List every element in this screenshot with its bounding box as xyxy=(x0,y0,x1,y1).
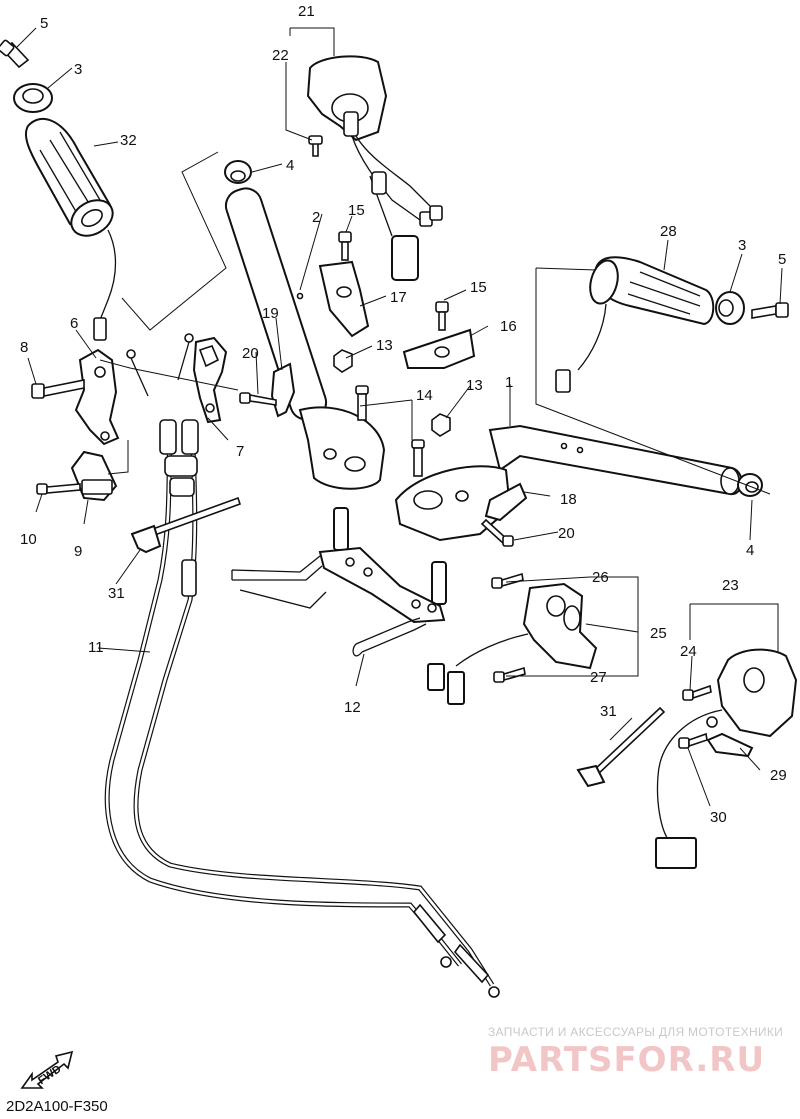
callout-18: 18 xyxy=(560,491,577,508)
fwd-arrow-icon: FWD xyxy=(20,1050,74,1089)
grip-end-4-left xyxy=(224,160,252,184)
bolt-15-left xyxy=(338,231,352,261)
callout-14: 14 xyxy=(416,387,433,404)
bolt-14 xyxy=(355,385,425,477)
part-code: 2D2A100-F350 xyxy=(6,1098,108,1115)
throttle-cable-11 xyxy=(104,419,500,998)
callout-5: 5 xyxy=(778,251,786,268)
callout-16: 16 xyxy=(500,318,517,335)
grip-end-4-right xyxy=(737,473,763,497)
upper-holder-16 xyxy=(402,328,476,369)
clip-29 xyxy=(706,732,754,758)
callout-32: 32 xyxy=(120,132,137,149)
switch-bracket-25 xyxy=(427,582,598,705)
upper-holder-17 xyxy=(318,260,370,338)
callout-11: 11 xyxy=(88,639,104,656)
bolt-15-right xyxy=(435,301,449,331)
screw-10 xyxy=(36,483,81,495)
callout-23: 23 xyxy=(722,577,739,594)
callout-22: 22 xyxy=(272,47,289,64)
callout-19: 19 xyxy=(262,305,279,322)
bracket-18 xyxy=(484,482,528,522)
left-switch-assembly-23 xyxy=(655,648,798,869)
bolt-20-left xyxy=(239,392,277,406)
grip-end-3-right xyxy=(715,291,745,325)
callout-31: 31 xyxy=(600,703,617,720)
callout-10: 10 xyxy=(20,531,37,548)
callout-25: 25 xyxy=(650,625,667,642)
callout-20: 20 xyxy=(242,345,259,362)
callout-3: 3 xyxy=(74,61,82,78)
callout-1: 1 xyxy=(505,374,513,391)
bracket-19 xyxy=(270,362,296,418)
nut-13-left xyxy=(333,349,353,373)
screw-22 xyxy=(308,135,323,157)
callout-5: 5 xyxy=(40,15,48,32)
cable-tie-31-right xyxy=(576,706,666,788)
callout-3: 3 xyxy=(738,237,746,254)
callout-27: 27 xyxy=(590,669,607,686)
handlebar-right-1 xyxy=(394,424,743,542)
callout-29: 29 xyxy=(770,767,787,784)
handlebar-left-2 xyxy=(224,187,386,490)
callout-6: 6 xyxy=(70,315,78,332)
grip-end-3-left xyxy=(13,83,53,113)
nut-13-right xyxy=(431,413,451,437)
callout-4: 4 xyxy=(746,542,754,559)
callout-13: 13 xyxy=(466,377,483,394)
watermark-subtitle: ЗАПЧАСТИ И АКСЕССУАРЫ ДЛЯ МОТОТЕХНИКИ xyxy=(488,1025,784,1039)
watermark-logo: PARTSFOR.RU xyxy=(488,1040,766,1080)
callout-12: 12 xyxy=(344,699,361,716)
callout-13: 13 xyxy=(376,337,393,354)
right-grip-28 xyxy=(555,256,715,393)
callout-17: 17 xyxy=(390,289,407,306)
bolt-20-right xyxy=(480,518,514,547)
screw-24 xyxy=(682,684,712,701)
callout-4: 4 xyxy=(286,157,294,174)
callout-20: 20 xyxy=(558,525,575,542)
callout-labels: 5 3 32 4 21 22 2 15 17 19 20 13 14 13 15… xyxy=(20,3,787,826)
callout-28: 28 xyxy=(660,223,677,240)
callout-9: 9 xyxy=(74,543,82,560)
bolt-8 xyxy=(31,379,85,399)
wire-guide-12 xyxy=(352,617,427,657)
cable-adjuster-screws xyxy=(126,333,194,397)
callout-26: 26 xyxy=(592,569,609,586)
cable-tie-31-left xyxy=(130,496,242,554)
callout-15: 15 xyxy=(470,279,487,296)
leader-lines xyxy=(15,27,783,807)
callout-31: 31 xyxy=(108,585,125,602)
callout-8: 8 xyxy=(20,339,28,356)
screw-5-right xyxy=(751,302,789,319)
callout-15: 15 xyxy=(348,202,365,219)
screw-27 xyxy=(493,666,526,683)
callout-7: 7 xyxy=(236,443,244,460)
callout-24: 24 xyxy=(680,643,697,660)
screw-26 xyxy=(491,572,524,589)
callout-21: 21 xyxy=(298,3,315,20)
screw-5-left xyxy=(0,39,30,69)
clamp-9 xyxy=(70,450,118,502)
left-grip-32 xyxy=(24,117,117,341)
right-switch-assembly-21 xyxy=(306,55,443,281)
left-lever-holder-6 xyxy=(74,348,120,446)
screw-30 xyxy=(678,732,708,749)
lever-bracket-7 xyxy=(192,336,228,424)
lower-holder-plate xyxy=(231,507,447,624)
callout-30: 30 xyxy=(710,809,727,826)
callout-2: 2 xyxy=(312,209,320,226)
